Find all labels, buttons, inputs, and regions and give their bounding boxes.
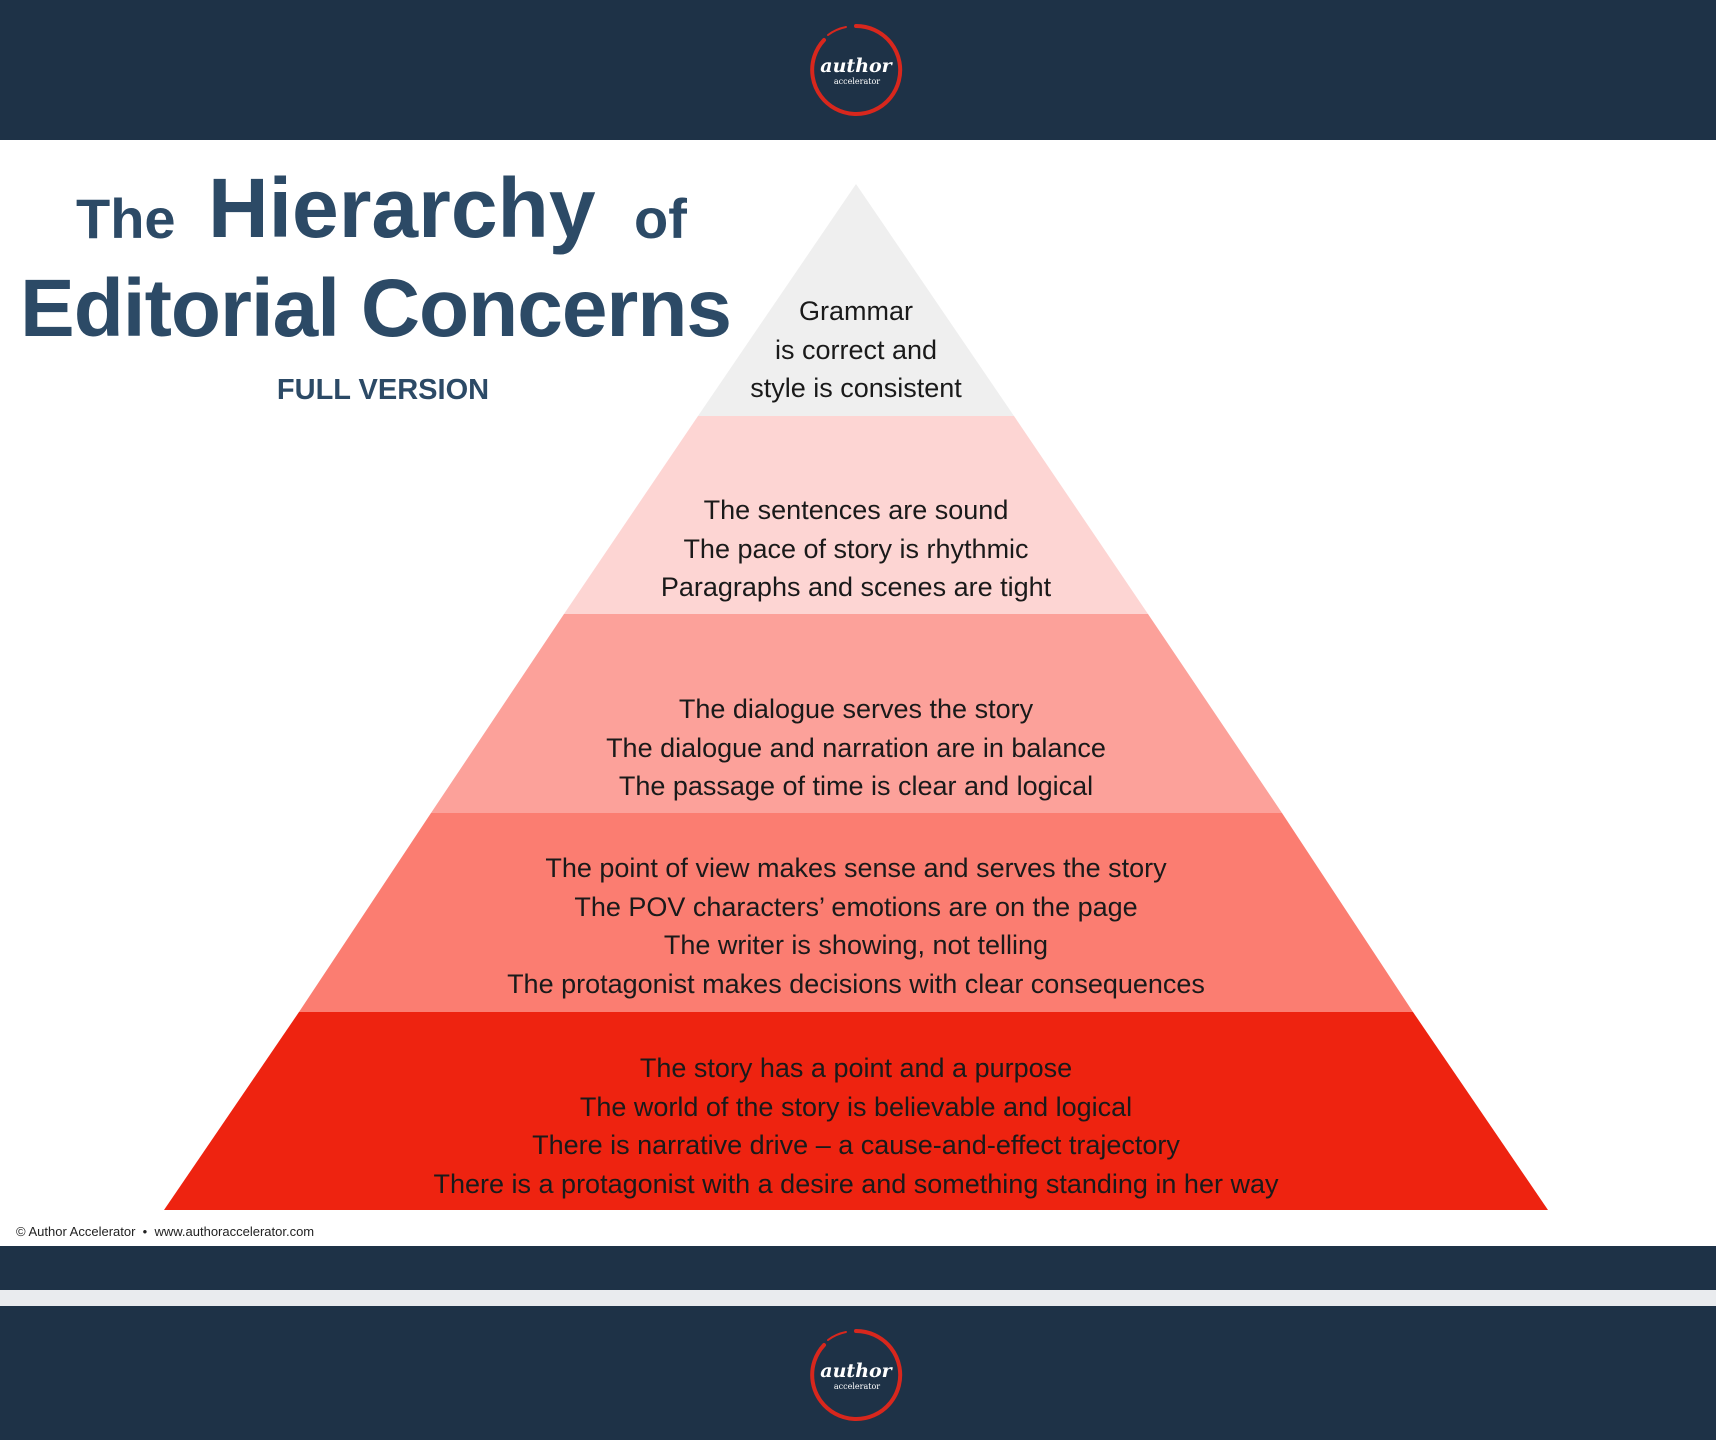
- pyramid-tier-3-shape: [431, 614, 1282, 813]
- tier-5-line: The world of the story is believable and…: [579, 1091, 1133, 1122]
- title-word-hierarchy: Hierarchy: [208, 161, 596, 255]
- pyramid-tier-4-shape: [299, 813, 1413, 1012]
- tier-3-line: The passage of time is clear and logical: [618, 771, 1094, 801]
- footer-copyright: © Author Accelerator: [16, 1224, 136, 1239]
- pyramid-tier-5-text: The story has a point and a purpose The …: [356, 1049, 1356, 1203]
- tier-3-line: The dialogue serves the story: [678, 694, 1034, 724]
- pyramid-tier-3-text: The dialogue serves the story The dialog…: [356, 690, 1356, 806]
- logo-wordmark: author: [820, 55, 893, 77]
- tier-4-line: The protagonist makes decisions with cle…: [507, 968, 1205, 999]
- logo-subword: accelerator: [834, 77, 880, 86]
- title-word-the: The: [76, 187, 176, 250]
- pyramid-tier-2-text: The sentences are sound The pace of stor…: [356, 491, 1356, 607]
- tier-2-line: The pace of story is rhythmic: [683, 533, 1029, 564]
- pyramid-tier-5-shape: [164, 1012, 1548, 1210]
- author-accelerator-logo-icon[interactable]: author accelerator: [806, 1325, 906, 1425]
- bottom-band: [0, 1246, 1716, 1290]
- title-word-of: of: [634, 187, 687, 250]
- tier-1-line: style is consistent: [750, 373, 962, 403]
- tier-5-line: There is narrative drive – a cause-and-e…: [532, 1130, 1180, 1160]
- title-editorial-concerns: Editorial Concerns: [20, 263, 732, 354]
- footer-separator: •: [142, 1224, 148, 1239]
- tier-3-line: The dialogue and narration are in balanc…: [606, 732, 1106, 763]
- pyramid-tier-1-text: Grammar is correct and style is consiste…: [356, 292, 1356, 408]
- subtitle-full-version: FULL VERSION: [276, 374, 490, 406]
- tier-1-line: Grammar: [799, 296, 913, 326]
- logo-subword: accelerator: [834, 1382, 880, 1391]
- footer-credit: © Author Accelerator • www.authoracceler…: [16, 1224, 314, 1239]
- tier-4-line: The writer is showing, not telling: [663, 930, 1049, 960]
- tier-1-line: is correct and: [774, 334, 938, 365]
- logo-wordmark: author: [820, 1360, 893, 1382]
- footer-url-link[interactable]: www.authoraccelerator.com: [154, 1224, 315, 1239]
- page-gap: [0, 1290, 1716, 1306]
- pyramid-tier-4-text: The point of view makes sense and serves…: [356, 849, 1356, 1003]
- tier-5-line: There is a protagonist with a desire and…: [433, 1168, 1279, 1199]
- tier-4-line: The POV characters’ emotions are on the …: [574, 891, 1138, 922]
- tier-2-line: The sentences are sound: [703, 495, 1009, 525]
- pyramid-tier-1-shape: [698, 184, 1014, 416]
- top-header-band: [0, 0, 1716, 140]
- tier-2-line: Paragraphs and scenes are tight: [660, 572, 1052, 602]
- tier-5-line: The story has a point and a purpose: [639, 1053, 1073, 1083]
- tier-4-line: The point of view makes sense and serves…: [545, 853, 1167, 883]
- author-accelerator-logo-icon[interactable]: author accelerator: [806, 20, 906, 120]
- pyramid-tier-2-shape: [564, 416, 1148, 614]
